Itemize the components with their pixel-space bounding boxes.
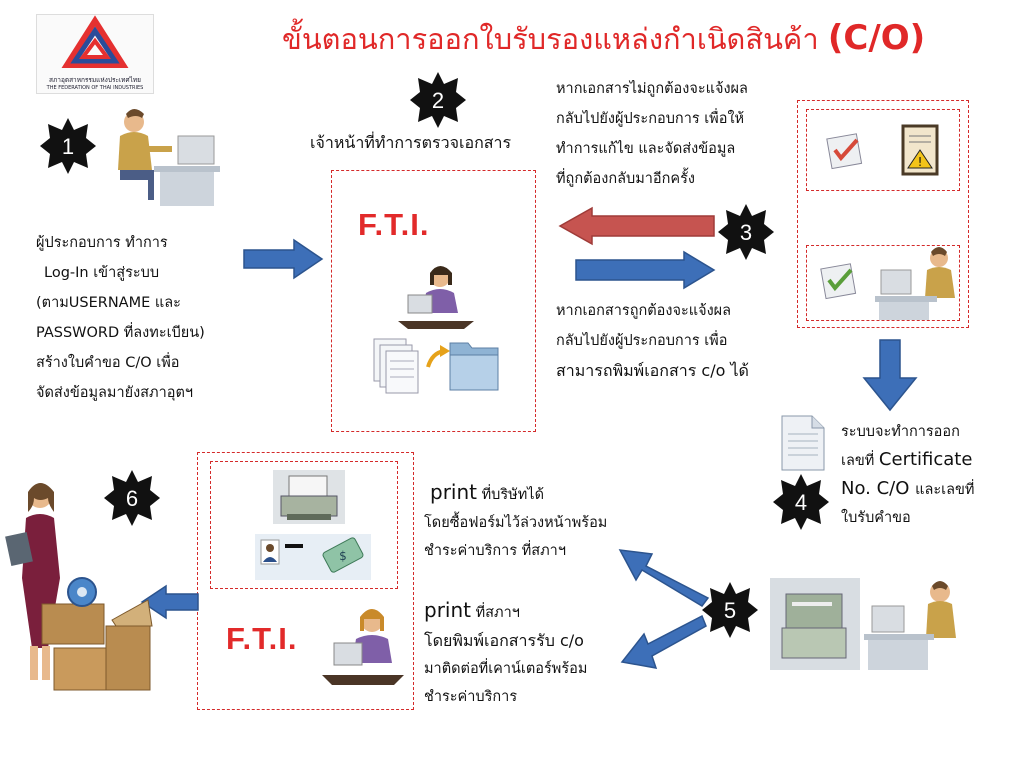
svg-text:$: $ xyxy=(339,549,347,563)
step3-reject-line: ทำการแก้ไข และจัดส่งข้อมูล xyxy=(556,141,736,157)
person-at-computer-icon xyxy=(875,247,955,320)
step1-line: (ตามUSERNAME และ xyxy=(36,295,181,311)
arrow-right-icon xyxy=(243,238,324,280)
arrow-left-red-icon xyxy=(558,206,715,246)
step1-line: สร้างใบคำขอ C/O เพื่อ xyxy=(36,355,180,371)
printer-station xyxy=(768,574,968,674)
badge-number: 1 xyxy=(62,134,74,159)
badge-number: 2 xyxy=(432,88,444,113)
print-federation-rest: ที่สภาฯ xyxy=(471,605,520,621)
warning-certificate-icon: ! xyxy=(901,124,939,176)
arrow-down-icon xyxy=(862,339,918,412)
print-federation-line4: ชำระค่าบริการ xyxy=(424,689,518,705)
result-panel: ! xyxy=(797,100,969,328)
arrow-right-blue-icon xyxy=(575,250,716,290)
print-word: print xyxy=(430,480,477,504)
approve-check-icon xyxy=(820,263,857,300)
badge-number: 6 xyxy=(126,486,138,511)
title-suffix: (C/O) xyxy=(827,18,926,58)
officer-with-headset-icon xyxy=(398,266,474,329)
fti-review-box: F.T.I. xyxy=(331,170,536,432)
cash-icon: $ xyxy=(315,534,371,580)
arrow-up-left-icon xyxy=(618,549,710,607)
step1-line: Log-In เข้าสู่ระบบ xyxy=(44,265,160,281)
folder-icon xyxy=(449,342,499,391)
printer-icon xyxy=(273,470,345,524)
print-company-line2: โดยซื้อฟอร์มไว้ล่วงหน้าพร้อม xyxy=(424,515,608,531)
title-main: ขั้นตอนการออกใบรับรองแหล่งกำเนิดสินค้า xyxy=(282,22,819,56)
officer-with-headset-icon xyxy=(322,609,404,685)
fti-label: F.T.I. xyxy=(358,207,430,242)
fti-label: F.T.I. xyxy=(226,621,298,656)
step3-reject-line: ที่ถูกต้องกลับมาอีกครั้ง xyxy=(556,171,695,187)
step-badge-2: 2 xyxy=(408,70,468,130)
step1-line: PASSWORD ที่ลงทะเบียน) xyxy=(36,325,205,341)
page-title: ขั้นตอนการออกใบรับรองแหล่งกำเนิดสินค้า (… xyxy=(282,16,962,62)
print-company-line3: ชำระค่าบริการ ที่สภาฯ xyxy=(424,543,566,559)
fti-logo: สภาอุตสาหกรรมแห่งประเทศไทย THE FEDERATIO… xyxy=(36,14,154,94)
print-federation-line1: print ที่สภาฯ xyxy=(424,596,587,627)
reject-result-box: ! xyxy=(806,109,960,191)
print-federation-text: print ที่สภาฯ โดยพิมพ์เอกสารรับ c/o มาติ… xyxy=(424,596,587,711)
step2-label: เจ้าหน้าที่ทำการตรวจเอกสาร xyxy=(310,133,512,152)
step3-accept-line: สามารถพิมพ์เอกสาร c/o ได้ xyxy=(556,361,749,380)
step4-line4: ใบรับคำขอ xyxy=(841,510,911,526)
step-badge-5: 5 xyxy=(700,580,760,640)
step-badge-3: 3 xyxy=(716,202,776,262)
step4-line3-suffix: และเลขที่ xyxy=(915,482,975,498)
arrow-left-icon xyxy=(140,584,199,620)
step-badge-4: 4 xyxy=(771,472,831,532)
transfer-arrow-icon xyxy=(426,345,450,368)
logo-org-th: สภาอุตสาหกรรมแห่งประเทศไทย xyxy=(49,76,141,84)
step3-accept-line: หากเอกสารถูกต้องจะแจ้งผล xyxy=(556,303,732,319)
step4-line3: No. C/O และเลขที่ xyxy=(841,475,974,504)
step-badge-6: 6 xyxy=(102,468,162,528)
id-card-icon xyxy=(255,534,315,580)
reject-check-icon xyxy=(826,133,863,170)
step4-text: ระบบจะทำการออก เลขที่ Certificate No. C/… xyxy=(841,418,974,532)
print-company-text: print ที่บริษัทได้ โดยซื้อฟอร์มไว้ล่วงหน… xyxy=(424,478,607,565)
badge-number: 4 xyxy=(795,490,807,515)
step4-line1: ระบบจะทำการออก xyxy=(841,424,960,440)
step4-line2-big: Certificate xyxy=(878,449,973,470)
print-company-rest: ที่บริษัทได้ xyxy=(477,487,544,503)
document-icon xyxy=(781,415,825,471)
step4-line2-prefix: เลขที่ xyxy=(841,453,879,469)
approve-result-box xyxy=(806,245,960,321)
arrow-down-left-icon xyxy=(620,614,707,669)
step3-reject-line: กลับไปยังผู้ประกอบการ เพื่อให้ xyxy=(556,111,745,127)
print-federation-line2: โดยพิมพ์เอกสารรับ c/o xyxy=(424,631,584,650)
step4-line2: เลขที่ Certificate xyxy=(841,446,974,475)
step3-accept-line: กลับไปยังผู้ประกอบการ เพื่อ xyxy=(556,333,728,349)
step-badge-1: 1 xyxy=(38,116,98,176)
step1-line: จัดส่งข้อมูลมายังสภาอุตฯ xyxy=(36,385,194,401)
company-print-box: $ xyxy=(210,461,398,589)
shipping-boxes-icon xyxy=(41,577,153,691)
logo-org-en: THE FEDERATION OF THAI INDUSTRIES xyxy=(46,85,144,91)
person-at-computer-icon xyxy=(108,106,223,208)
badge-number: 5 xyxy=(724,598,736,623)
print-word: print xyxy=(424,598,471,622)
fti-logo-mark-icon xyxy=(61,15,129,68)
step1-text: ผู้ประกอบการ ทำการ Log-In เข้าสู่ระบบ (ต… xyxy=(36,228,205,408)
print-federation-line3: มาติดต่อที่เคาน์เตอร์พร้อม xyxy=(424,661,588,677)
step4-line3-big: No. C/O xyxy=(841,478,916,499)
badge-number: 3 xyxy=(740,220,752,245)
document-icon xyxy=(373,338,419,394)
step3-reject-line: หากเอกสารไม่ถูกต้องจะแจ้งผล xyxy=(556,81,748,97)
step1-line: ผู้ประกอบการ ทำการ xyxy=(36,235,168,251)
print-company-line1: print ที่บริษัทได้ xyxy=(424,478,607,509)
step3-reject-text: หากเอกสารไม่ถูกต้องจะแจ้งผล กลับไปยังผู้… xyxy=(556,74,748,194)
svg-text:!: ! xyxy=(918,155,923,169)
step3-accept-text: หากเอกสารถูกต้องจะแจ้งผล กลับไปยังผู้ประ… xyxy=(556,296,749,386)
collection-box: $ F.T.I. xyxy=(197,452,414,710)
